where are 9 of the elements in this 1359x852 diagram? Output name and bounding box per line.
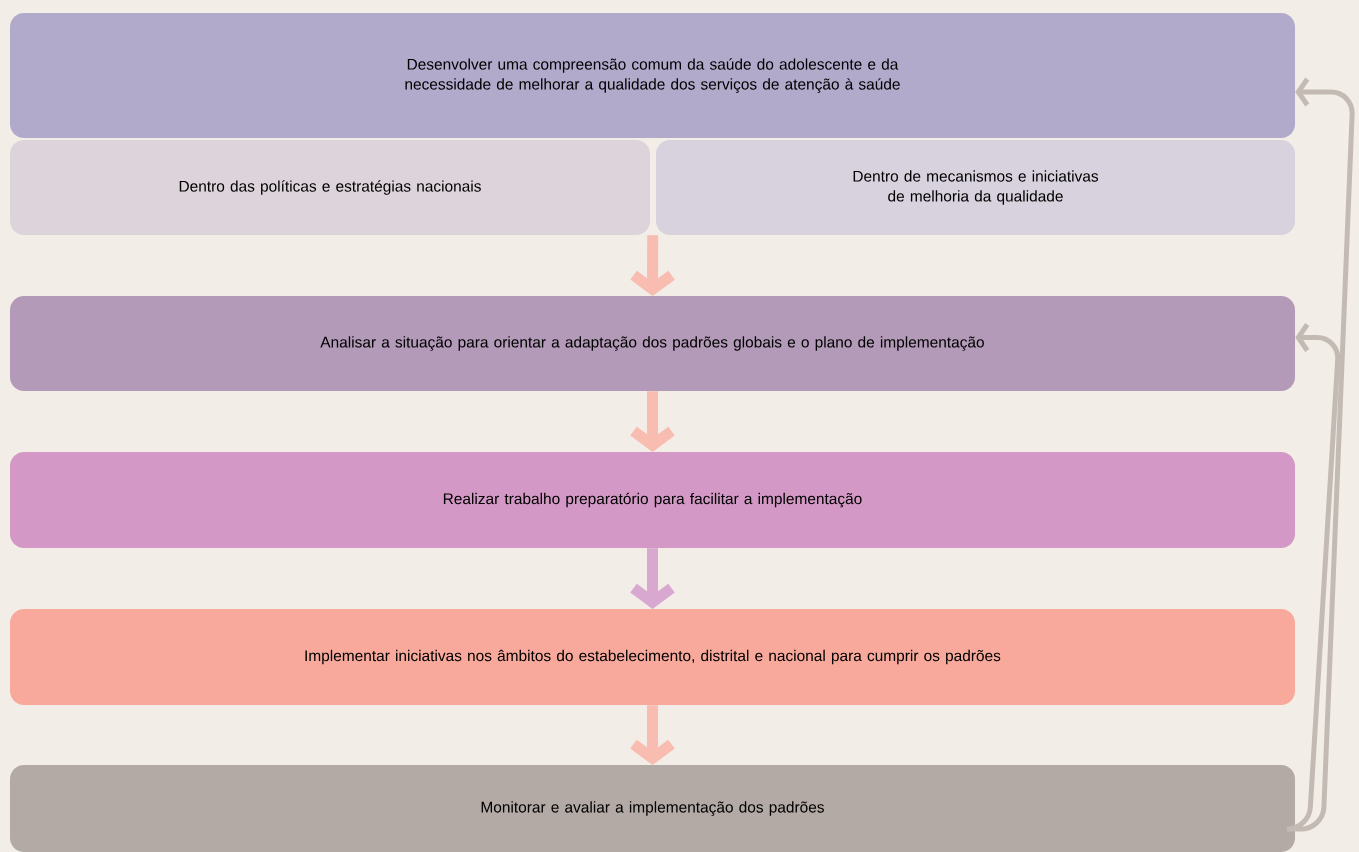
- step-box: Monitorar e avaliar a implementação dos padrões: [10, 765, 1296, 852]
- sub-box: Dentro das políticas e estratégias nacionais: [10, 140, 650, 235]
- feedback-arrow: [1284, 323, 1341, 832]
- step-box: Analisar a situação para orientar a adaptação dos padrões globais e o plano de implementação: [10, 296, 1296, 391]
- step-box: Implementar iniciativas nos âmbitos do estabelecimento, distrital e nacional para cumprir os padrões: [10, 609, 1296, 705]
- step-box: Realizar trabalho preparatório para facilitar a implementação: [10, 452, 1296, 548]
- sub-box: Dentro de mecanismos e iniciativas de melhoria da qualidade: [656, 140, 1295, 235]
- feedback-arrow: [1295, 77, 1355, 832]
- step-box: Desenvolver uma compreensão comum da saúde do adolescente e da necessidade de melhorar a qualidade dos serviços de atenção à saúde: [10, 13, 1296, 138]
